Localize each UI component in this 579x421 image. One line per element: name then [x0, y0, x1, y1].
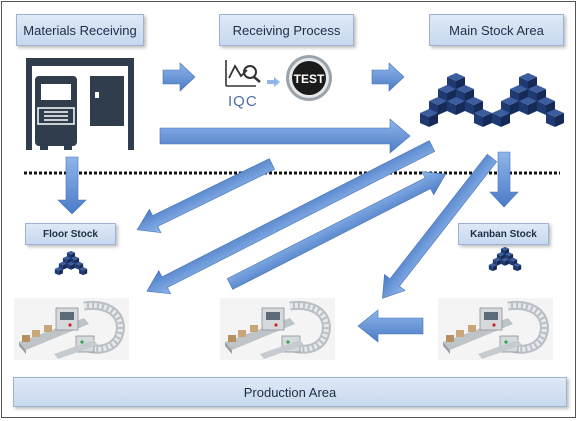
arrow-receiving-to-iqc	[162, 62, 196, 92]
arrow-production-to-main-stock	[226, 171, 447, 290]
production-area-label: Production Area	[13, 377, 567, 407]
conveyor-middle-icon	[220, 298, 335, 360]
floor-stock-label: Floor Stock	[25, 223, 116, 245]
conveyor-right-icon	[438, 298, 553, 360]
main-stock-cubes-right	[492, 73, 564, 127]
iqc-chart-magnifier-icon	[225, 60, 261, 87]
arrow-receiving-to-floor-stock	[57, 156, 87, 215]
arrow-main-to-production-left	[146, 140, 436, 295]
materials-receiving-label: Materials Receiving	[16, 14, 144, 46]
test-badge-icon: TEST	[286, 55, 332, 101]
iqc-label: IQC	[228, 93, 258, 110]
main-stock-area-label: Main Stock Area	[429, 14, 564, 46]
arrow-main-to-production-middle	[382, 153, 498, 299]
main-stock-cubes-left	[420, 73, 492, 127]
receiving-process-label: Receiving Process	[219, 14, 354, 46]
arrow-test-to-main-stock	[371, 62, 405, 92]
test-badge-label: TEST	[294, 72, 325, 86]
arrow-main-stock-to-kanban	[489, 151, 519, 208]
kanban-stock-cubes	[489, 247, 521, 271]
truck-dock-icon	[26, 58, 134, 150]
floor-stock-cubes	[55, 251, 87, 275]
kanban-stock-label: Kanban Stock	[458, 223, 549, 245]
conveyor-left-icon	[14, 298, 129, 360]
arrow-production-right-to-middle	[357, 309, 424, 343]
arrow-receiving-to-main-stock	[159, 118, 411, 154]
arrow-main-to-floor-stock	[136, 158, 276, 234]
